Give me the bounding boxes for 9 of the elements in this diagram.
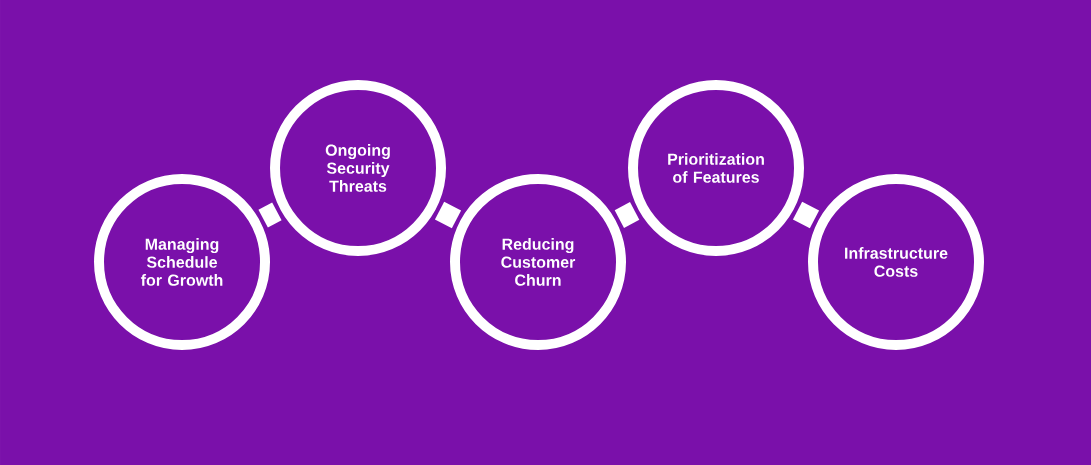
connector	[792, 201, 820, 229]
connector	[258, 202, 282, 228]
connector	[614, 202, 640, 228]
circle-node: Reducing Customer Churn	[450, 174, 626, 350]
circle-node: Infrastructure Costs	[808, 174, 984, 350]
circle-node: Managing Schedule for Growth	[94, 174, 270, 350]
circle-node: Ongoing Security Threats	[270, 80, 446, 256]
connector	[434, 201, 462, 229]
circle-node: Prioritization of Features	[628, 80, 804, 256]
